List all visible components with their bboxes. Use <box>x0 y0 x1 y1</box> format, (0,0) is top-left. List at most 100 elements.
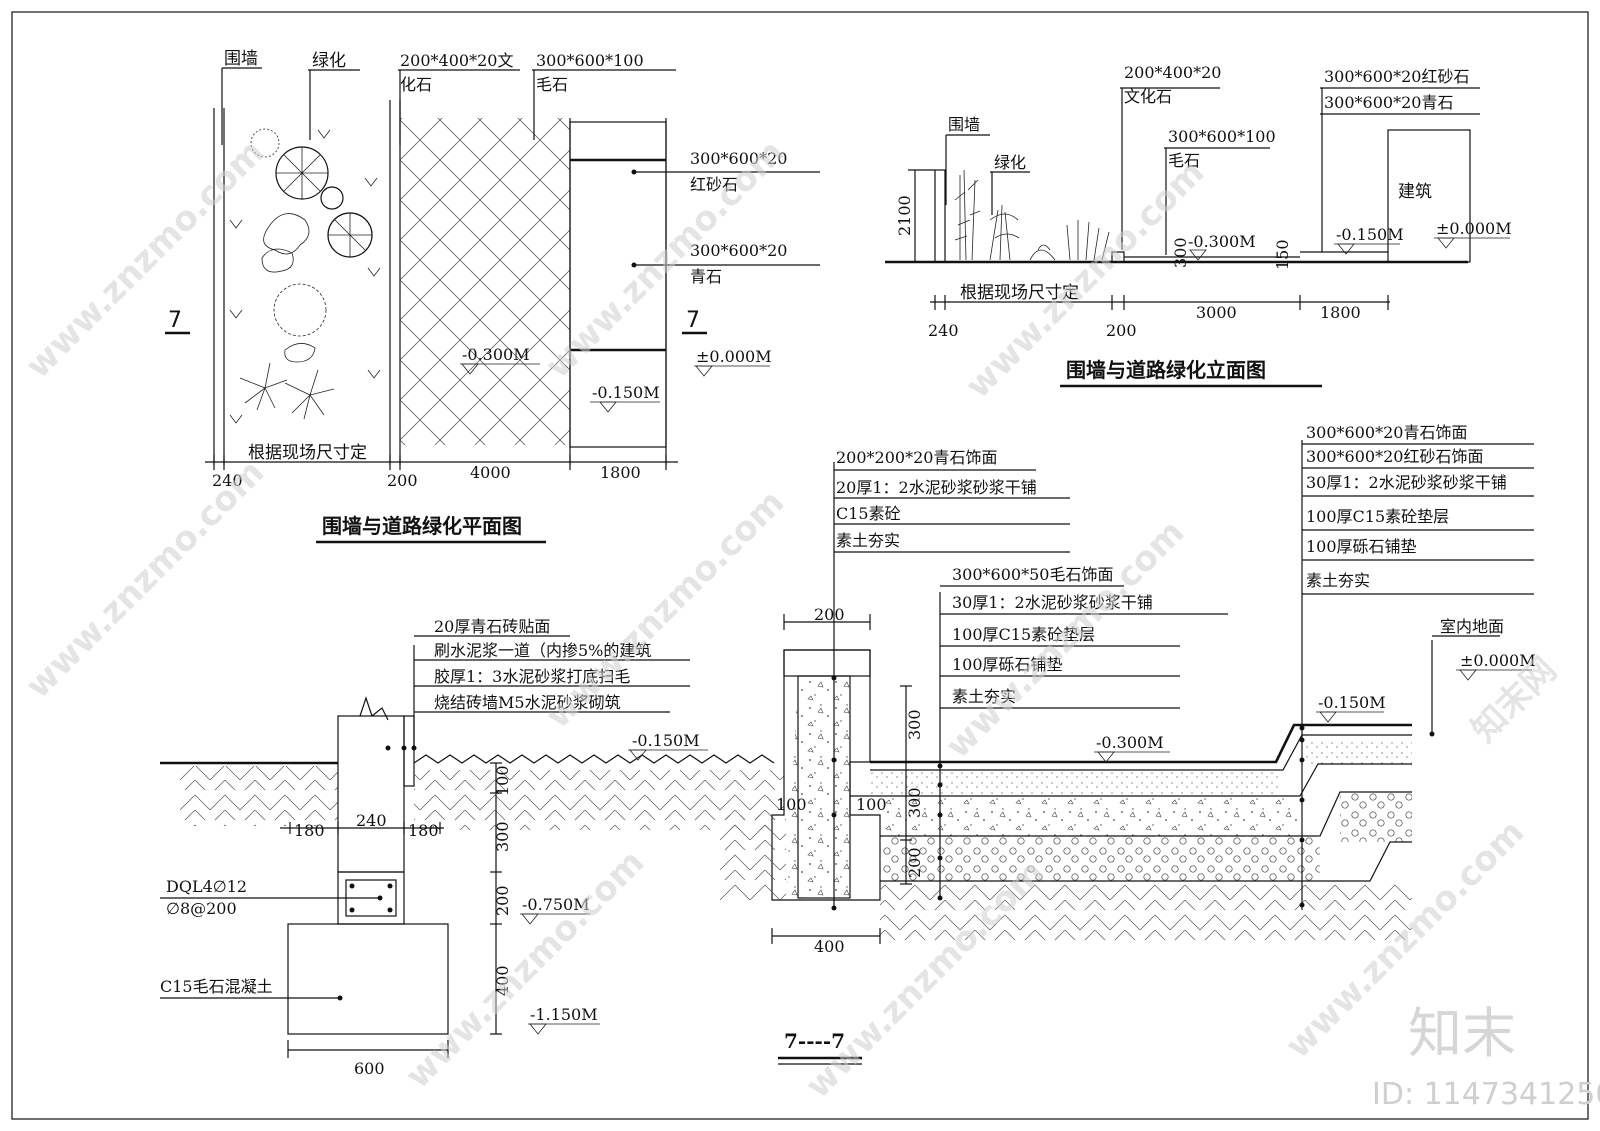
elev-dim-site: 根据现场尺寸定 <box>960 283 1079 303</box>
dim-curb-100-left: 100 <box>776 795 807 814</box>
elev-plants <box>954 169 1110 261</box>
watermark-site-8: www.znzmo.com <box>398 842 652 1096</box>
section-step-notes: 300*600*20青石饰面 300*600*20红砂石饰面 30厚1：2水泥砂… <box>1302 423 1534 595</box>
plan-dim-site: 根据现场尺寸定 <box>248 443 367 463</box>
road-note-3: 100厚C15素砼垫层 <box>952 625 1095 644</box>
curb-note-4: 素土夯实 <box>836 531 900 550</box>
elev-elev-3: ±0.000M <box>1436 219 1512 238</box>
plan-rubble-hatch <box>400 118 570 445</box>
watermark-site-5: www.znzmo.com <box>538 482 792 736</box>
dim-wall-100: 100 <box>493 765 512 796</box>
elev-label-red: 300*600*20红砂石 <box>1324 67 1469 86</box>
plan-section-mark-left: 7 <box>168 308 182 333</box>
section-elev-wall: -0.150M <box>632 731 700 750</box>
plan-dim-1800: 1800 <box>600 463 641 482</box>
watermark-site-4: www.znzmo.com <box>18 452 272 706</box>
road-note-1: 300*600*50毛石饰面 <box>952 565 1113 584</box>
dim-curb-200: 200 <box>814 605 845 624</box>
elev-dim-small-2: 150 <box>1273 239 1292 270</box>
dim-curb-400: 400 <box>814 937 845 956</box>
section-elev-road: -0.300M <box>1096 733 1164 752</box>
elev-label-blue: 300*600*20青石 <box>1324 93 1453 112</box>
step-note-3: 30厚1：2水泥砂浆砂浆干铺 <box>1306 473 1507 492</box>
curb-note-3: C15素砼 <box>836 504 901 523</box>
section-elev-beam: -0.750M <box>522 895 590 914</box>
step-note-5: 100厚砾石铺垫 <box>1306 537 1417 556</box>
dim-wall-300: 300 <box>493 821 512 852</box>
elev-building <box>1387 129 1471 263</box>
elev-dim-height: 2100 <box>895 195 914 236</box>
plan-plants <box>229 128 381 424</box>
wall-note-2: 刷水泥浆一道（内掺5%的建筑 <box>434 641 651 660</box>
road-note-2: 30厚1：2水泥砂浆砂浆干铺 <box>952 593 1153 612</box>
section-view: 20厚青石砖贴面 刷水泥浆一道（内掺5%的建筑 胶厚1：3水泥砂浆打底扫毛 烧结… <box>160 423 1536 1078</box>
road-note-4: 100厚砾石铺垫 <box>952 655 1063 674</box>
elev-label-green: 绿化 <box>994 153 1026 172</box>
elev-dim-240: 240 <box>928 321 959 340</box>
plan-elev-1: -0.300M <box>462 345 530 364</box>
plan-elev-3: -0.150M <box>592 383 660 402</box>
elev-label-wall: 围墙 <box>948 115 980 134</box>
plan-label-rubble-2: 毛石 <box>536 75 568 94</box>
plan-label-blue-1: 300*600*20 <box>690 241 787 260</box>
elev-label-rubble-2: 毛石 <box>1168 151 1200 170</box>
section-beam-2: ∅8@200 <box>166 899 237 918</box>
step-note-2: 300*600*20红砂石饰面 <box>1306 447 1483 466</box>
elev-dim-1800: 1800 <box>1320 303 1361 322</box>
plan-label-blue-2: 青石 <box>690 267 722 286</box>
plan-label-red-2: 红砂石 <box>690 175 738 194</box>
plan-dim-4000: 4000 <box>470 463 511 482</box>
section-beam-1: DQL4∅12 <box>166 877 247 896</box>
section-elev-step: -0.150M <box>1318 693 1386 712</box>
watermark-site-1: www.znzmo.com <box>18 132 272 386</box>
plan-label-wall: 围墙 <box>224 49 258 69</box>
dim-curb-300-top: 300 <box>905 709 924 740</box>
watermark-id: ID: 1147341250 <box>1372 1077 1600 1112</box>
watermark-brand: 知末 <box>1408 1002 1516 1065</box>
step-note-4: 100厚C15素砼垫层 <box>1306 507 1449 526</box>
plan-label-red-1: 300*600*20 <box>690 149 787 168</box>
elev-dim-200: 200 <box>1106 321 1137 340</box>
plan-dim-240: 240 <box>212 471 243 490</box>
dim-wall-180-right: 180 <box>408 821 439 840</box>
section-footing-label: C15毛石混凝土 <box>160 977 273 996</box>
dim-wall-180-left: 180 <box>294 821 325 840</box>
plan-label-green: 绿化 <box>312 51 346 71</box>
plan-section-mark-right: 7 <box>686 308 700 333</box>
plan-elev-2: ±0.000M <box>696 347 772 366</box>
dim-wall-400: 400 <box>493 965 512 996</box>
section-brick-wall <box>337 715 405 873</box>
elev-label-building: 建筑 <box>1398 182 1432 202</box>
wall-note-3: 胶厚1：3水泥砂浆打底扫毛 <box>434 667 630 686</box>
section-elev-foot: -1.150M <box>530 1005 598 1024</box>
elev-elev-2: -0.150M <box>1336 225 1404 244</box>
plan-label-culture-2: 化石 <box>400 75 432 94</box>
elev-label-culture-1: 200*400*20 <box>1124 63 1221 82</box>
wall-note-1: 20厚青石砖贴面 <box>434 617 550 636</box>
dim-wall-200: 200 <box>493 885 512 916</box>
dim-wall-600: 600 <box>354 1059 385 1078</box>
plan-dim-200: 200 <box>387 471 418 490</box>
section-title: 7----7 <box>784 1029 845 1053</box>
elevation-title: 围墙与道路绿化立面图 <box>1066 358 1266 382</box>
section-road-notes: 300*600*50毛石饰面 30厚1：2水泥砂浆砂浆干铺 100厚C15素砼垫… <box>940 565 1228 709</box>
section-elev-indoor: ±0.000M <box>1460 651 1536 670</box>
watermarks: www.znzmo.com www.znzmo.com www.znzmo.co… <box>18 132 1564 1106</box>
section-wall-notes: 20厚青石砖贴面 刷水泥浆一道（内掺5%的建筑 胶厚1：3水泥砂浆打底扫毛 烧结… <box>414 617 690 713</box>
step-note-6: 素土夯实 <box>1306 571 1370 590</box>
step-note-1: 300*600*20青石饰面 <box>1306 423 1467 442</box>
elev-label-culture-2: 文化石 <box>1124 87 1172 106</box>
elev-label-rubble-1: 300*600*100 <box>1168 127 1276 146</box>
elev-elev-1: -0.300M <box>1188 232 1256 251</box>
plan-label-culture-1: 200*400*20文 <box>400 51 513 70</box>
dim-curb-300-mid: 300 <box>905 787 924 818</box>
wall-note-4: 烧结砖墙M5水泥砂浆砌筑 <box>434 693 621 712</box>
dim-wall-240: 240 <box>356 811 387 830</box>
road-note-5: 素土夯实 <box>952 687 1016 706</box>
section-footing <box>287 923 449 1035</box>
sheet-border <box>11 11 1589 1120</box>
dim-curb-100-right: 100 <box>856 795 887 814</box>
section-indoor: 室内地面 <box>1440 617 1504 636</box>
plan-view: 围墙 绿化 200*400*20文 化石 300*600*100 毛石 300*… <box>165 49 820 544</box>
